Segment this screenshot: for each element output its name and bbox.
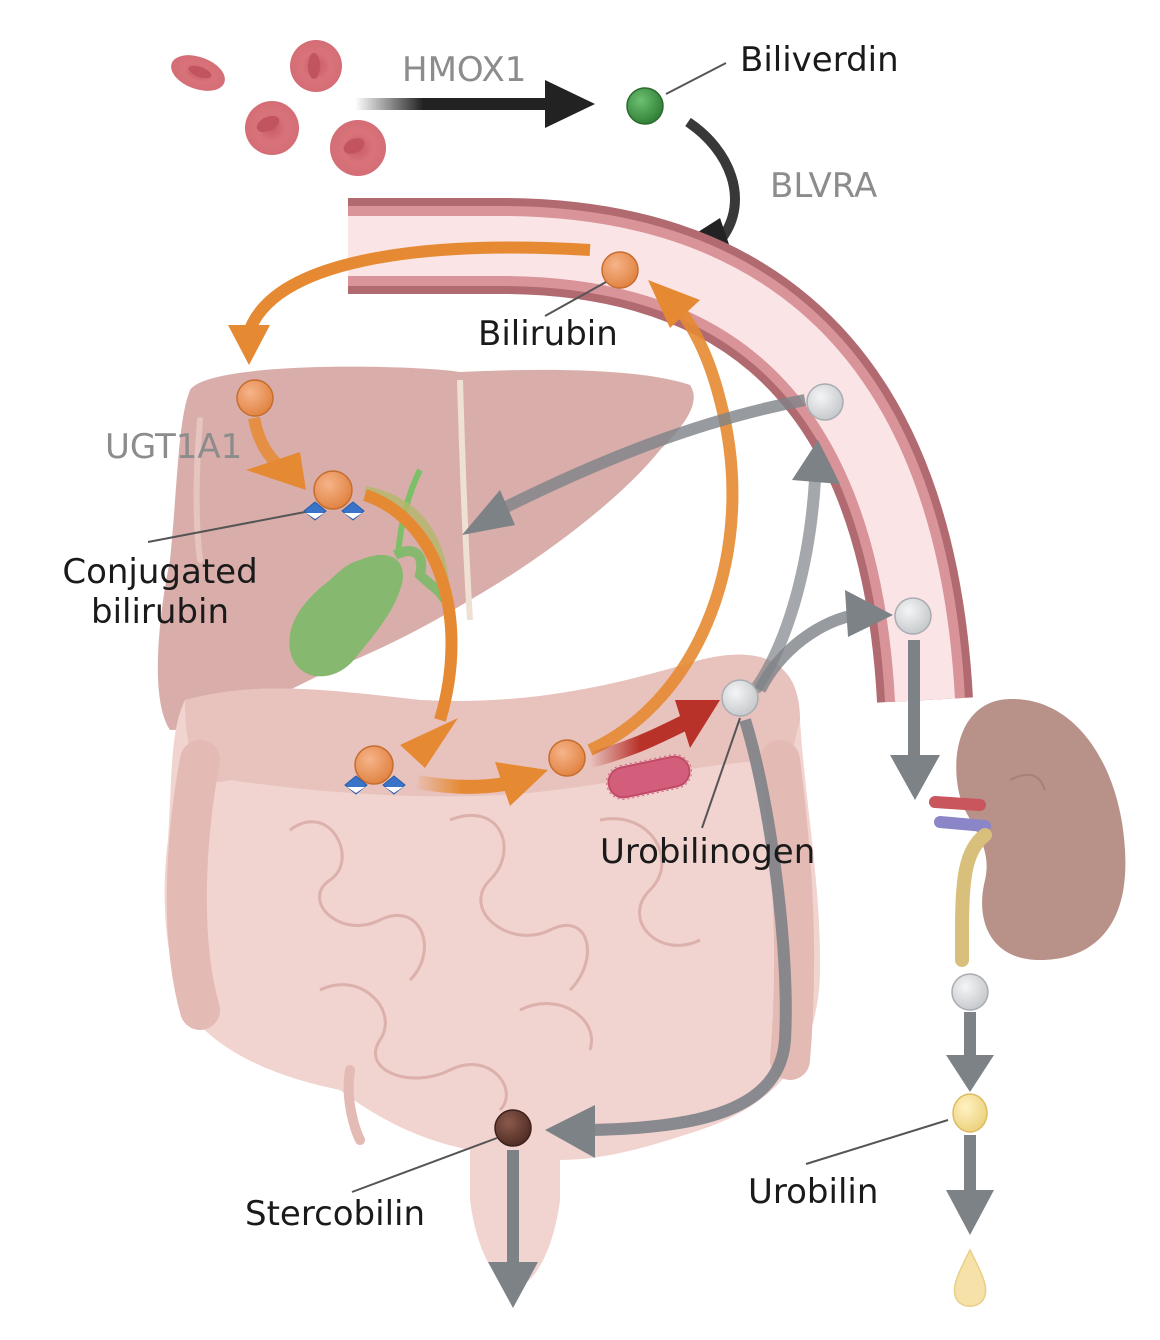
urobilinogen-in-vessel-icon — [806, 383, 844, 421]
hmox1-arrow — [355, 80, 595, 128]
urobilin-leader-line — [805, 1119, 949, 1165]
conjugated-bilirubin-label-line1: Conjugated — [62, 552, 258, 592]
fecal-excretion-arrow — [488, 1150, 538, 1308]
vessel-to-kidney-arrow — [890, 640, 940, 800]
urobilinogen-reabsorption-arrows — [462, 394, 893, 694]
urobilin-label: Urobilin — [748, 1172, 879, 1212]
intestinal-transit-arrow — [416, 762, 548, 806]
biliverdin-leader-line — [665, 62, 727, 95]
hmox1-label: HMOX1 — [402, 50, 527, 90]
enterohepatic-return-arrow — [587, 280, 739, 756]
stercobilin-molecule-icon — [494, 1109, 532, 1147]
urobilin-molecule-icon — [952, 1093, 988, 1133]
kidney — [929, 699, 1126, 967]
conjugated-bilirubin-leader-line — [147, 511, 306, 543]
urobilinogen-in-vessel-lower-icon — [894, 597, 932, 635]
conjugated-bilirubin-intestine-icon — [344, 745, 406, 795]
blvra-label: BLVRA — [770, 166, 878, 206]
red-blood-cells — [171, 40, 386, 176]
urobilinogen-molecule-icon — [721, 679, 759, 717]
bilirubin-label: Bilirubin — [478, 314, 618, 354]
biliverdin-label: Biliverdin — [740, 40, 899, 80]
rbc-icon — [171, 55, 225, 91]
urobilinogen-urine-icon — [951, 973, 989, 1011]
rbc-icon — [290, 40, 342, 92]
stercobilin-leader-line — [351, 1137, 498, 1193]
bile-to-intestine-arrow — [362, 489, 458, 768]
bilirubin-intestine-icon — [548, 739, 586, 777]
stercobilin-label: Stercobilin — [245, 1194, 426, 1234]
bilirubin-in-liver-icon — [236, 379, 274, 417]
bacterial-conversion-arrow — [588, 700, 720, 768]
rbc-icon — [330, 120, 386, 176]
urine-drop-icon — [953, 1248, 987, 1307]
conjugated-bilirubin-icon — [303, 470, 365, 521]
urobilinogen-leader-line — [701, 717, 741, 829]
colon-to-stercobilin-arrow — [545, 718, 792, 1158]
bilirubin-molecule-icon — [601, 251, 639, 289]
conjugated-bilirubin-label-line2: bilirubin — [90, 592, 230, 632]
biliverdin-molecule-icon — [626, 87, 664, 125]
urobilinogen-label: Urobilinogen — [600, 832, 816, 872]
rbc-icon — [245, 101, 299, 155]
bilirubin-to-liver-arrow — [228, 241, 591, 365]
bacterium-icon — [606, 754, 692, 800]
ugt1a1-arrow — [246, 416, 306, 490]
bilirubin-leader-line — [544, 281, 607, 317]
urine-excretion-arrows — [946, 1012, 994, 1235]
conjugated-bilirubin-label: Conjugated bilirubin — [50, 552, 270, 632]
ugt1a1-label: UGT1A1 — [105, 427, 243, 467]
